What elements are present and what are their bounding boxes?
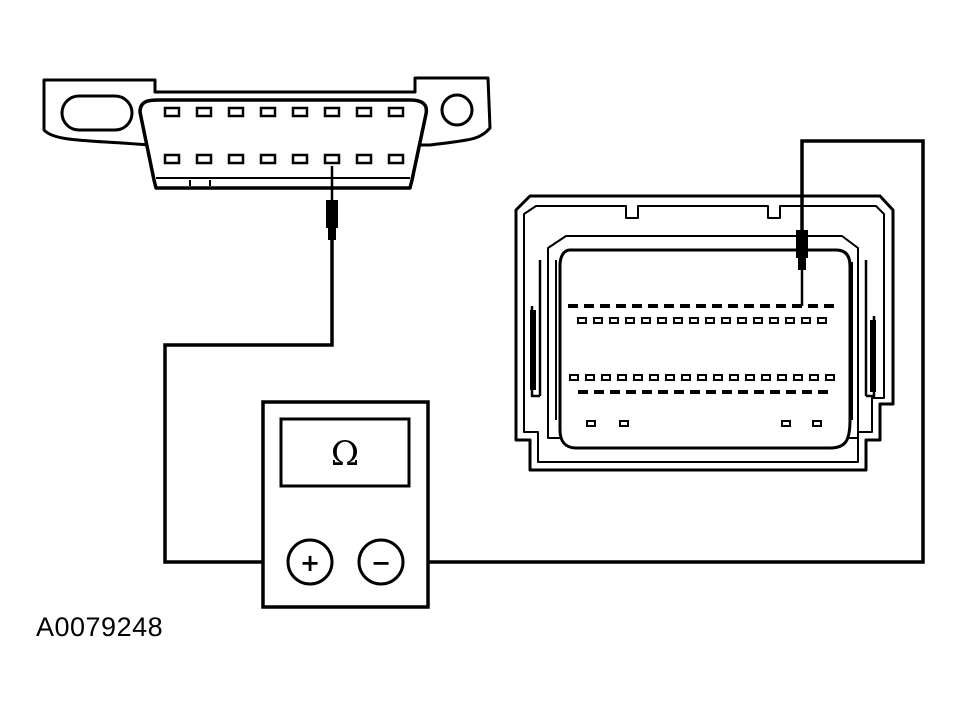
positive-test-lead	[163, 240, 334, 564]
dlc-pin-row-bottom	[163, 153, 405, 165]
ohm-symbol: Ω	[331, 434, 359, 474]
negative-test-lead	[404, 139, 925, 564]
positive-terminal-label: +	[300, 549, 320, 577]
ohmmeter-display	[279, 417, 411, 488]
module-connector-face	[558, 248, 852, 450]
dlc-mount-hole-right	[440, 93, 474, 127]
module-pin-row-4	[578, 390, 828, 394]
dlc-pin-row-top	[163, 106, 405, 118]
figure-id: A0079248	[36, 612, 164, 642]
positive-terminal	[286, 538, 334, 586]
module-pin-row-1	[568, 304, 834, 308]
negative-terminal-label: −	[371, 549, 391, 577]
module-connector	[514, 194, 895, 472]
test-leads	[163, 139, 925, 564]
dlc-connector	[42, 76, 492, 190]
module-pin-row-3	[569, 374, 835, 381]
module-pin-row-5	[586, 420, 822, 427]
negative-terminal	[357, 538, 405, 586]
module-pin-row-2	[577, 317, 827, 324]
dlc-body	[138, 98, 429, 190]
ohmmeter: Ω + −	[261, 400, 430, 609]
dlc-test-probe	[326, 166, 338, 240]
module-test-probe	[796, 230, 808, 306]
dlc-mount-slot-left	[60, 94, 134, 132]
